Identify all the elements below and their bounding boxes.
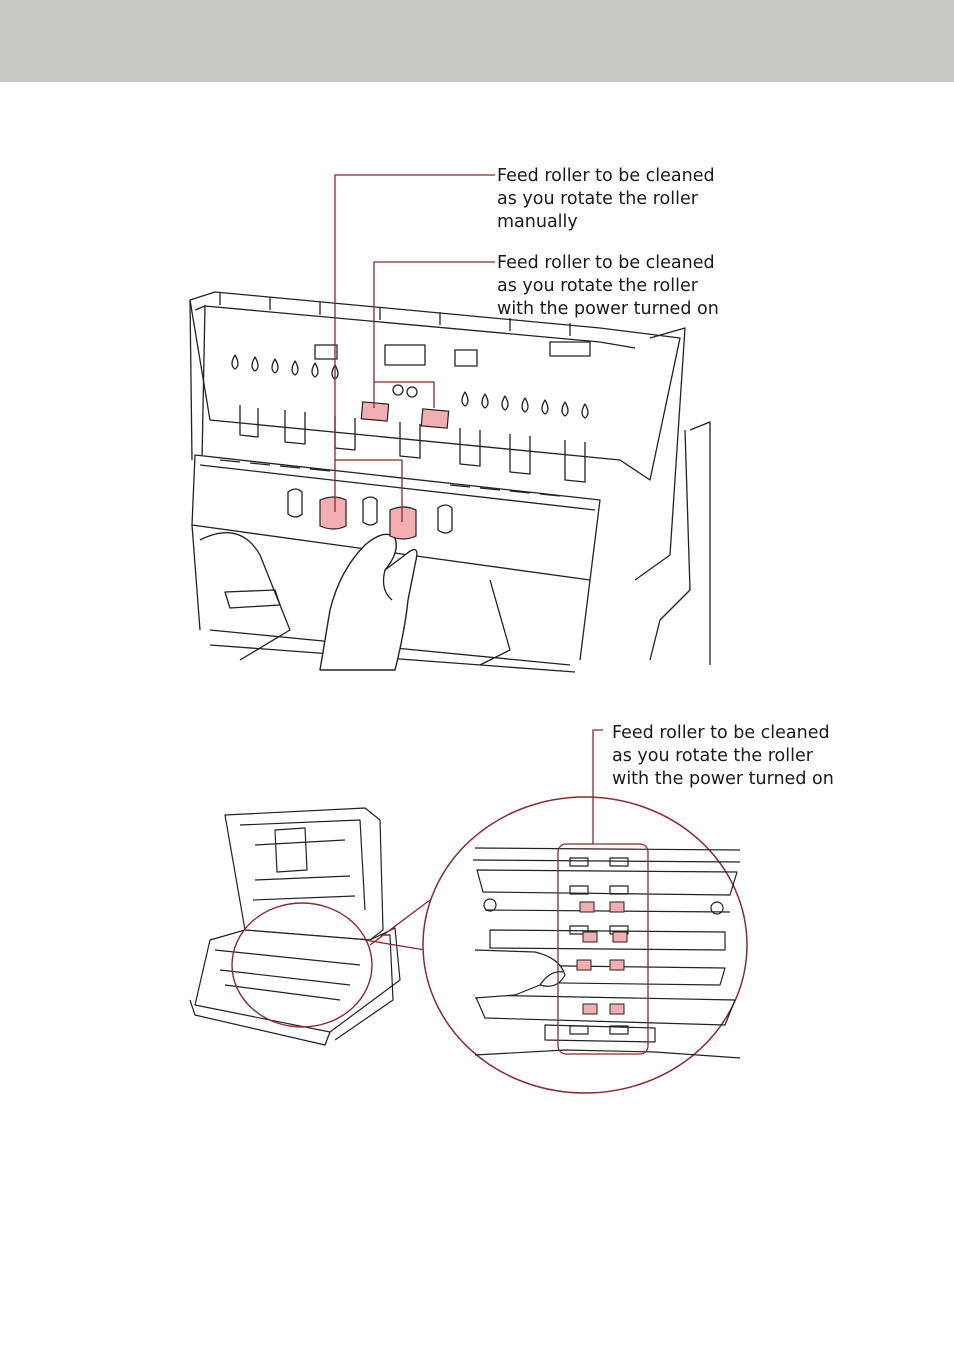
callout-feed-roller-power-on-magnified: Feed roller to be cleaned as you rotate … bbox=[612, 723, 834, 789]
callout-feed-roller-power-on: Feed roller to be cleaned as you rotate … bbox=[497, 253, 719, 319]
figure-scanner-overview bbox=[189, 729, 748, 1094]
page-header-bar bbox=[0, 0, 954, 82]
callout-feed-roller-manual: Feed roller to be cleaned as you rotate … bbox=[497, 166, 715, 232]
figure-scanner-interior bbox=[189, 174, 711, 673]
